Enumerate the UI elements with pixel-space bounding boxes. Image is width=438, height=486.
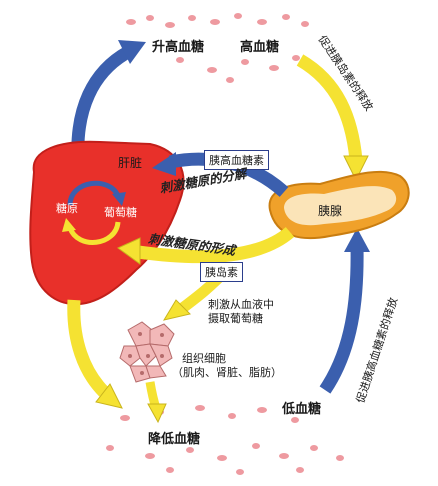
label-glucose: 葡萄糖: [104, 206, 137, 219]
blood-cells-bottom: [106, 405, 344, 475]
arrowhead-raise: [118, 40, 146, 64]
label-tissue-line2: （肌肉、肾脏、脂肪）: [172, 366, 282, 379]
cycle-arrow-yellow: [67, 221, 121, 245]
label-uptake-line2: 摄取葡萄糖: [208, 312, 263, 325]
arrow-low-to-pancreas: [319, 245, 364, 394]
arrow-liver-down: [67, 299, 109, 397]
blood-cells-top: [126, 13, 309, 83]
arrow-high-to-pancreas: [296, 54, 363, 161]
cycle-arrow-blue: [67, 180, 121, 206]
label-glycogen: 糖原: [56, 202, 78, 215]
label-pancreas: 胰腺: [318, 204, 343, 218]
label-raise-glucose: 升高血糖: [152, 40, 205, 55]
label-high-glucose: 高血糖: [240, 40, 280, 55]
liver-shape: [29, 140, 185, 306]
label-low-glucose: 低血糖: [282, 402, 322, 417]
arrow-insulin: [137, 226, 295, 264]
tissue-cells: [119, 321, 175, 383]
label-insulin: 胰岛素: [200, 262, 243, 282]
arrowhead-low-up: [344, 228, 370, 252]
label-uptake-line1: 刺激从血液中: [208, 298, 274, 311]
label-glucagon: 胰高血糖素: [204, 150, 269, 170]
label-tissue-line1: 组织细胞: [182, 352, 226, 365]
label-liver: 肝脏: [118, 156, 143, 170]
label-lower-glucose: 降低血糖: [148, 432, 201, 447]
arrowhead-to-pancreas: [343, 155, 369, 182]
